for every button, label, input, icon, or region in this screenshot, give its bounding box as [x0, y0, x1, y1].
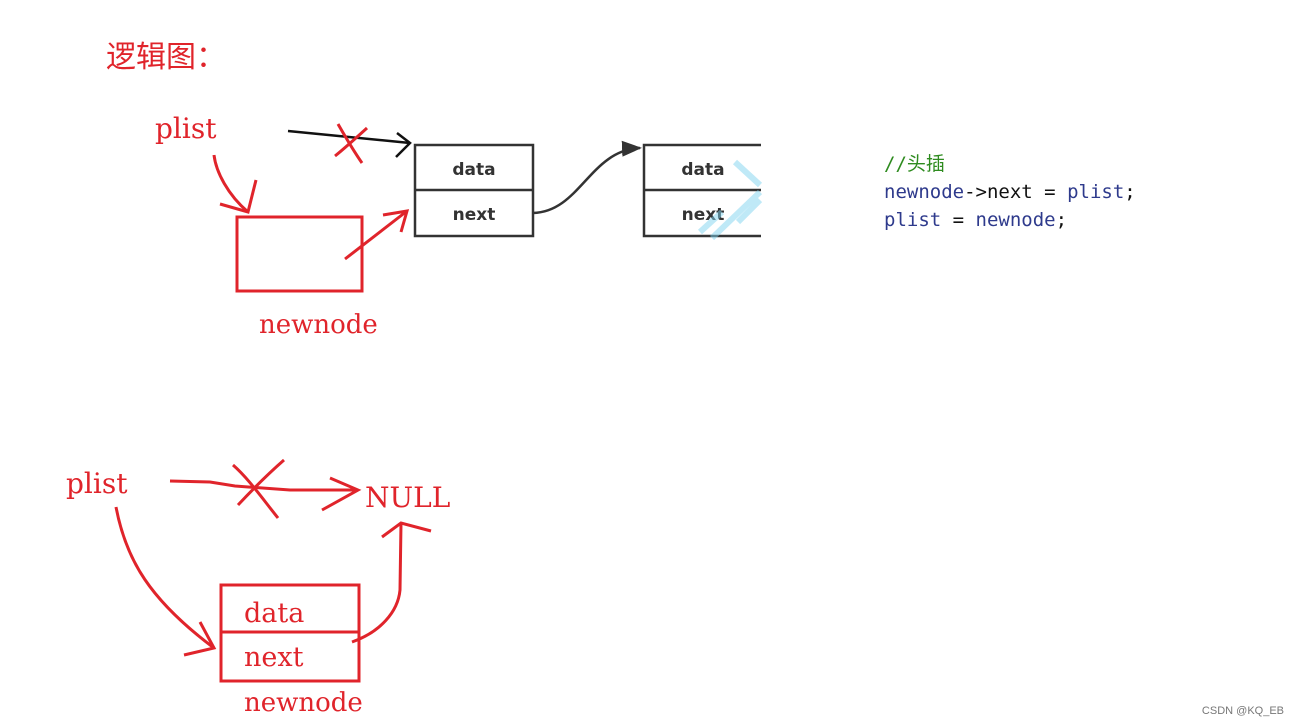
top-cross-mark [334, 123, 369, 164]
code-line2-lhs: plist [884, 209, 942, 231]
watermark-mark [697, 159, 763, 241]
bottom-old-plist-arrow [169, 476, 362, 512]
top-newnode-label: newnode [259, 310, 378, 340]
node-1-data-label: data [452, 160, 495, 180]
bottom-cross-mark [232, 458, 285, 519]
code-line1-rhs: plist [1067, 181, 1125, 203]
bottom-plist-label: plist [66, 467, 128, 500]
code-line1-arrow: -> [964, 181, 987, 203]
code-line-2: plist = newnode; [884, 206, 1136, 234]
top-plist-to-newnode-arrow [212, 154, 258, 214]
bottom-plist-to-newnode-arrow [114, 506, 217, 657]
top-plist-label: plist [155, 112, 217, 145]
code-line-1: newnode->next = plist; [884, 178, 1136, 206]
node-link-arrow [532, 140, 642, 215]
code-line2-end: ; [1055, 209, 1068, 231]
code-line1-lhs: newnode [884, 181, 965, 203]
bottom-node-data-label: data [244, 598, 304, 629]
code-line2-rhs: newnode [975, 209, 1056, 231]
code-line1-end: ; [1124, 181, 1136, 203]
top-node-1: data next [413, 143, 535, 238]
top-newnode-box [235, 215, 364, 293]
footer-credit: CSDN @KQ_EB [1201, 705, 1284, 717]
null-label: NULL [365, 481, 450, 514]
bottom-next-to-null-arrow [351, 521, 432, 644]
page-title: 逻辑图： [106, 40, 226, 75]
code-comment: //头插 [884, 153, 945, 175]
top-node-2: data next [642, 143, 761, 238]
node-1-next-label: next [453, 205, 496, 225]
code-line2-op: = [941, 209, 976, 231]
top-old-plist-arrow [287, 129, 412, 158]
node-2-data-label: data [681, 160, 724, 180]
code-line1-op: = [1032, 181, 1068, 203]
bottom-node-next-label: next [244, 642, 304, 673]
bottom-newnode-box: data next [219, 583, 361, 683]
code-line1-field: next [986, 181, 1033, 203]
bottom-newnode-label: newnode [244, 688, 363, 718]
top-newnode-to-node-arrow [344, 209, 410, 261]
